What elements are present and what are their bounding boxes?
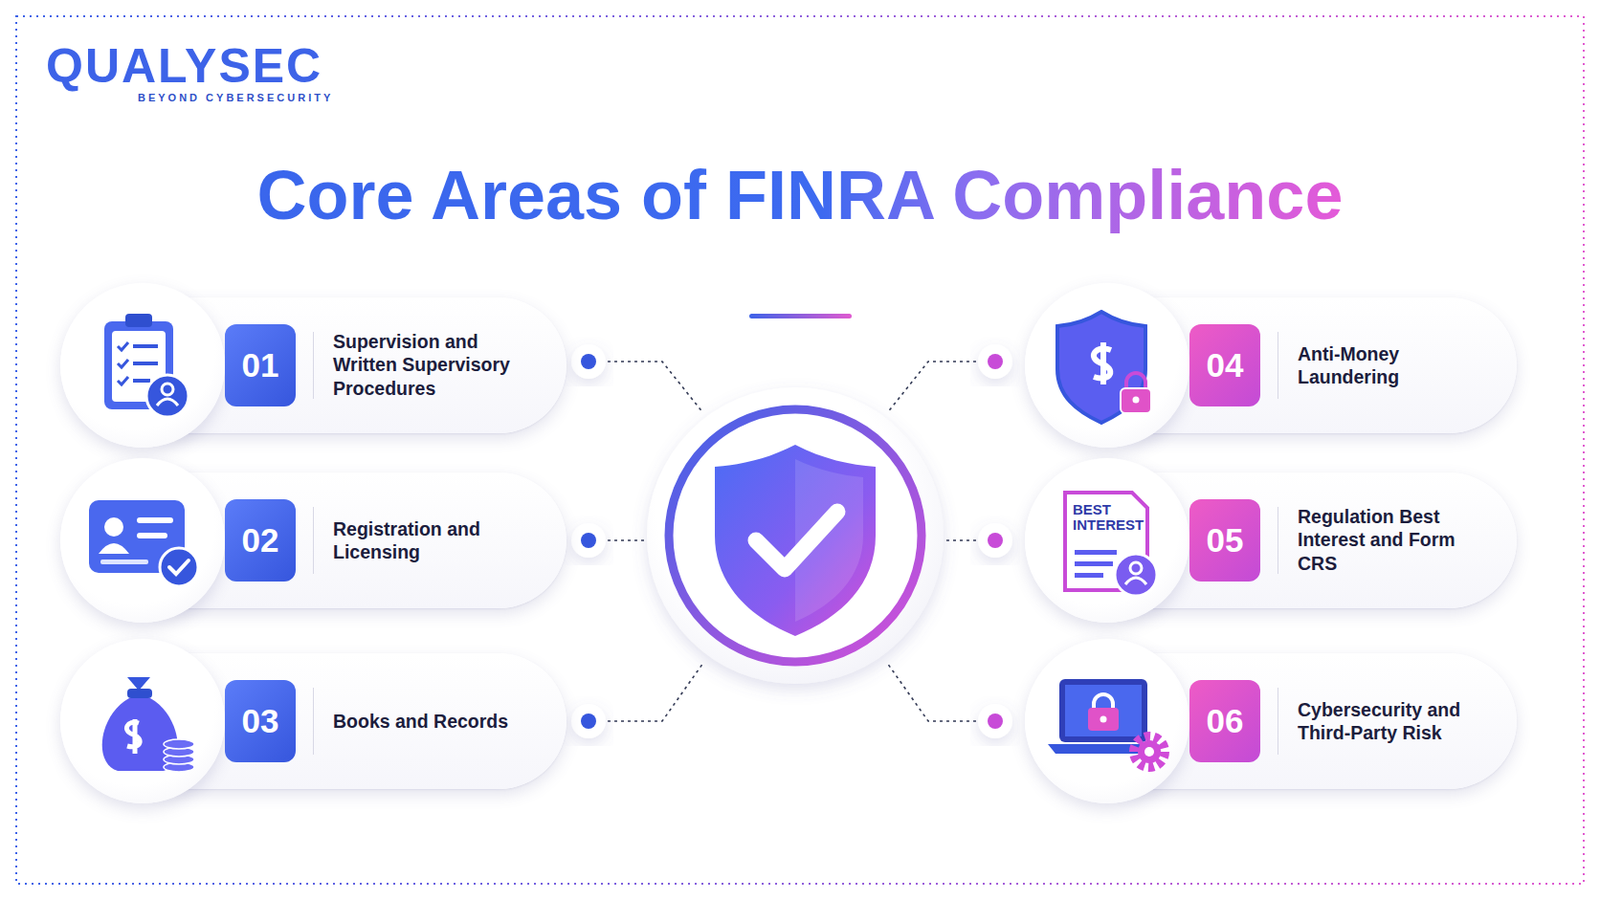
card-icon (60, 639, 225, 804)
area-card: 04 Anti-Money Laundering (1024, 297, 1517, 434)
card-icon (60, 283, 225, 448)
callout-number: 02 (242, 521, 280, 560)
callout-number: 01 (242, 346, 280, 385)
card-icon (60, 458, 225, 623)
title-wrap: Core Areas of FINRA Compliance (0, 157, 1600, 234)
number-badge: 02 (224, 499, 296, 582)
area-card: BEST INTEREST 05 Regulation Best Interest … (1024, 472, 1517, 609)
callout-number: 04 (1206, 346, 1245, 385)
area-card: 06 Cybersecurity and Third-Party Risk (1024, 653, 1517, 790)
logo-text: QUALYSEC (45, 42, 334, 90)
callout-number: 03 (242, 702, 280, 741)
area-card: 02 Registration and Licensing (60, 472, 567, 609)
logo: QUALYSEC BEYOND CYBERSECURITY (45, 42, 334, 104)
callout-number: 05 (1206, 521, 1245, 560)
separator (1277, 332, 1279, 400)
separator (312, 688, 314, 756)
area-label: Books and Records (333, 710, 546, 734)
callout-number: 06 (1206, 702, 1245, 741)
area-card: 03 Books and Records (60, 653, 567, 790)
number-badge: 03 (224, 680, 296, 763)
separator (1277, 507, 1279, 575)
card-icon (1024, 639, 1190, 804)
connector-dots (571, 344, 1013, 739)
separator (312, 332, 314, 400)
separator (1277, 688, 1279, 756)
number-badge: 04 (1189, 324, 1261, 407)
number-badge: 06 (1189, 680, 1261, 763)
center-shield (646, 387, 944, 685)
area-label: Registration and Licensing (333, 517, 546, 565)
area-label: Supervision and Written Supervisory Proc… (333, 330, 546, 400)
area-label: Cybersecurity and Third-Party Risk (1297, 698, 1496, 746)
area-card: 01 Supervision and Written Supervisory Pr… (60, 297, 567, 434)
card-icon (1024, 283, 1190, 448)
title: Core Areas of FINRA Compliance (257, 156, 1344, 234)
number-badge: 01 (224, 324, 296, 407)
card-icon: BEST INTEREST (1024, 458, 1190, 623)
logo-tagline: BEYOND CYBERSECURITY (137, 91, 334, 104)
leader-lines (600, 361, 983, 722)
accent-bar (749, 313, 852, 319)
separator (312, 507, 314, 575)
number-badge: 05 (1189, 499, 1261, 582)
icon-label: BEST INTEREST (1072, 502, 1150, 534)
area-label: Anti-Money Laundering (1297, 342, 1496, 390)
area-label: Regulation Best Interest and Form CRS (1297, 505, 1496, 576)
